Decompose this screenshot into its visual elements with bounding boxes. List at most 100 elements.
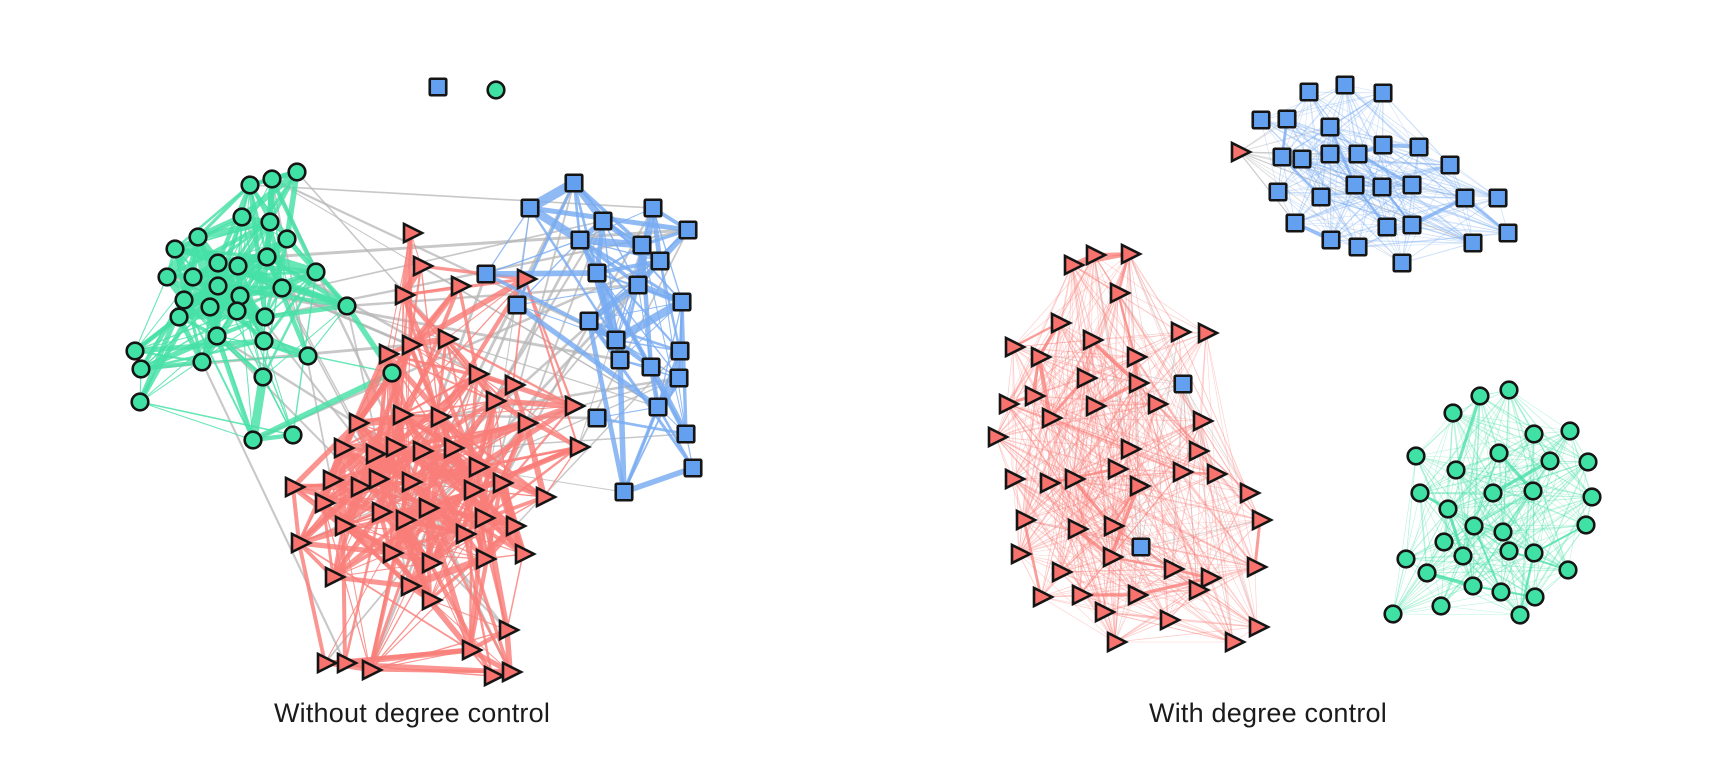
node-red-triangle: [371, 500, 394, 524]
node-blue-square: [570, 230, 590, 250]
node-blue-square: [579, 311, 599, 331]
node-blue-square: [1311, 187, 1331, 207]
node-red-triangle: [569, 435, 592, 459]
node-blue-square: [1392, 253, 1412, 273]
node-red-triangle: [1076, 366, 1099, 390]
node-green-circle: [1576, 515, 1596, 535]
node-blue-square: [614, 482, 634, 502]
node-green-circle: [287, 162, 307, 182]
node-blue-square: [520, 198, 540, 218]
node-green-circle: [337, 296, 357, 316]
node-red-triangle: [350, 475, 373, 499]
node-green-circle: [1453, 546, 1473, 566]
node-red-triangle: [474, 506, 497, 530]
node-green-circle: [272, 278, 292, 298]
node-green-circle: [1410, 483, 1430, 503]
node-red-triangle: [394, 283, 417, 307]
edges-0-green: [133, 169, 395, 443]
node-blue-square: [1372, 177, 1392, 197]
node-red-triangle: [1010, 542, 1033, 566]
node-red-triangle: [284, 475, 307, 499]
node-blue-square: [1335, 75, 1355, 95]
node-green-circle: [486, 80, 506, 100]
node-red-triangle: [1127, 583, 1150, 607]
node-blue-square: [670, 341, 690, 361]
node-blue-square: [683, 458, 703, 478]
node-blue-square: [1455, 188, 1475, 208]
node-red-triangle: [1224, 630, 1247, 654]
node-blue-square: [1320, 117, 1340, 137]
panel-1-nodes: [987, 75, 1602, 654]
node-blue-square: [1131, 537, 1151, 557]
node-red-triangle: [455, 522, 478, 546]
node-red-triangle: [1082, 328, 1105, 352]
node-red-triangle: [1015, 508, 1038, 532]
node-green-circle: [1499, 541, 1519, 561]
node-red-triangle: [1126, 345, 1149, 369]
node-blue-square: [648, 397, 668, 417]
node-red-triangle: [1188, 439, 1211, 463]
node-red-triangle: [334, 514, 357, 538]
node-blue-square: [641, 357, 661, 377]
node-red-triangle: [1094, 600, 1117, 624]
node-red-triangle: [400, 574, 423, 598]
node-green-circle: [262, 169, 282, 189]
node-red-triangle: [1129, 474, 1152, 498]
node-green-circle: [174, 290, 194, 310]
node-green-circle: [1417, 563, 1437, 583]
node-red-triangle: [361, 658, 384, 682]
node-green-circle: [208, 253, 228, 273]
node-red-triangle: [421, 588, 444, 612]
node-green-circle: [298, 346, 318, 366]
node-green-circle: [125, 341, 145, 361]
node-blue-square: [1373, 135, 1393, 155]
node-red-triangle: [392, 403, 415, 427]
node-red-triangle: [1248, 615, 1271, 639]
node-red-triangle: [418, 496, 441, 520]
node-red-triangle: [385, 435, 408, 459]
node-red-triangle: [1120, 437, 1143, 461]
node-green-circle: [257, 247, 277, 267]
node-blue-square: [587, 408, 607, 428]
node-blue-square: [669, 368, 689, 388]
node-green-circle: [200, 297, 220, 317]
node-green-circle: [1446, 460, 1466, 480]
node-green-circle: [157, 267, 177, 287]
panel-1-edges: [995, 84, 1593, 643]
node-red-triangle: [535, 485, 558, 509]
node-red-triangle: [1004, 335, 1027, 359]
node-red-triangle: [1067, 517, 1090, 541]
node-green-circle: [1470, 386, 1490, 406]
node-blue-square: [1348, 237, 1368, 257]
node-blue-square: [1440, 155, 1460, 175]
node-blue-square: [564, 173, 584, 193]
node-red-triangle: [421, 551, 444, 575]
node-red-triangle: [514, 542, 537, 566]
node-red-triangle: [468, 455, 491, 479]
node-red-triangle: [504, 373, 527, 397]
node-green-circle: [382, 363, 402, 383]
node-red-triangle: [1163, 557, 1186, 581]
node-blue-square: [1373, 83, 1393, 103]
node-blue-square: [1285, 213, 1305, 233]
node-red-triangle: [1102, 545, 1125, 569]
node-red-triangle: [412, 439, 435, 463]
node-green-circle: [1524, 424, 1544, 444]
node-green-circle: [1524, 543, 1544, 563]
node-red-triangle: [401, 470, 424, 494]
node-red-triangle: [987, 425, 1010, 449]
node-red-triangle: [401, 333, 424, 357]
node-red-triangle: [1032, 585, 1055, 609]
node-green-circle: [1406, 446, 1426, 466]
caption-without-degree-control: Without degree control: [273, 698, 551, 728]
node-green-circle: [192, 352, 212, 372]
node-red-triangle: [1030, 345, 1053, 369]
node-blue-square: [1277, 109, 1297, 129]
node-red-triangle: [1246, 555, 1269, 579]
node-blue-square: [1173, 374, 1193, 394]
node-red-triangle: [316, 651, 339, 675]
panel-0-edges: [133, 169, 695, 679]
node-red-triangle: [365, 442, 388, 466]
node-red-triangle: [348, 411, 371, 435]
